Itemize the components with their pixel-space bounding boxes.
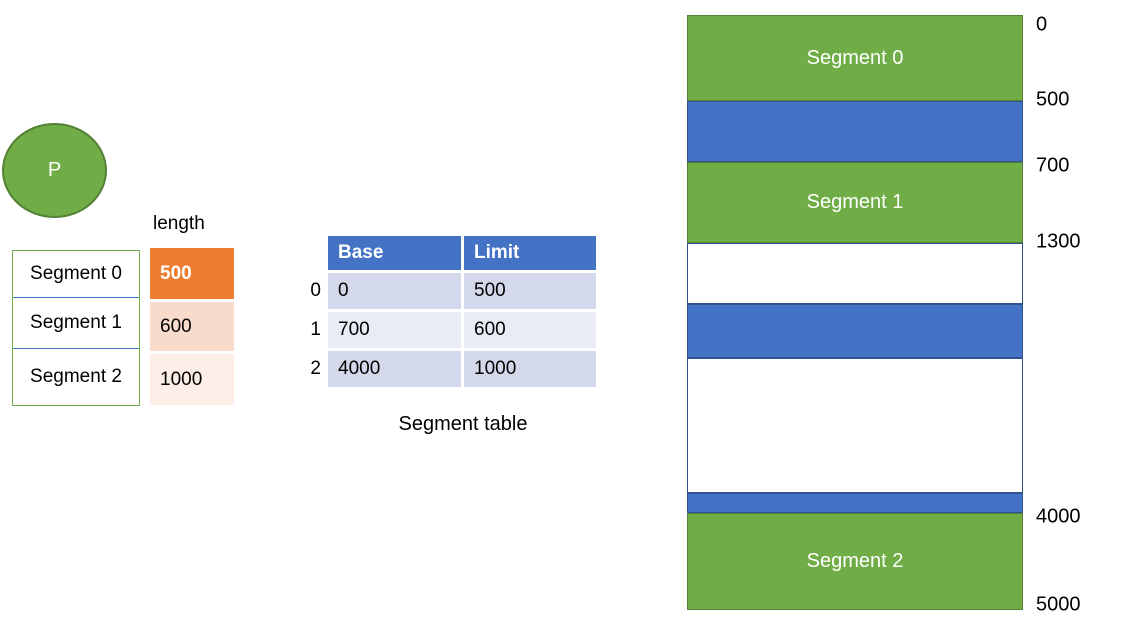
memory-block-free-2 [687, 358, 1023, 493]
table-cell-base-0: 0 [328, 273, 461, 309]
memory-block-label: Segment 2 [806, 550, 904, 572]
length-cell-segment1: 600 [150, 302, 234, 351]
memory-block-segment-0: Segment 0 [687, 15, 1023, 101]
table-cell-limit-0: 500 [464, 273, 596, 309]
address-label-700: 700 [1036, 154, 1070, 177]
length-cell-segment0: 500 [150, 248, 234, 299]
segment-list-row: Segment 0 [30, 263, 122, 284]
segment-table-caption: Segment table [398, 413, 528, 435]
memory-block-free-1 [687, 243, 1023, 304]
memory-block-label: Segment 1 [806, 191, 904, 213]
memory-block-used-1 [687, 101, 1023, 162]
memory-block-used-2 [687, 304, 1023, 358]
segment-list-row: Segment 1 [13, 297, 139, 348]
table-cell-limit-1: 600 [464, 312, 596, 348]
address-label-4000: 4000 [1036, 505, 1081, 528]
table-header-limit: Limit [464, 236, 596, 270]
memory-block-segment-1: Segment 1 [687, 162, 1023, 243]
memory-block-used-3 [687, 493, 1023, 513]
length-column-header: length [153, 213, 205, 234]
segment-table: Base Limit 0 0 500 1 700 600 2 4000 1000 [299, 236, 596, 387]
segment-list-table: Segment 0 Segment 1 Segment 2 [12, 250, 140, 406]
length-column: 500 600 1000 [150, 248, 234, 408]
table-cell-limit-2: 1000 [464, 351, 596, 387]
process-circle: P [2, 123, 107, 218]
address-label-500: 500 [1036, 88, 1070, 111]
process-label: P [47, 159, 62, 181]
address-label-1300: 1300 [1036, 230, 1081, 253]
memory-map: Segment 0 Segment 1 Segment 2 [687, 15, 1023, 610]
table-cell-base-2: 4000 [328, 351, 461, 387]
segment-list-row: Segment 2 [13, 348, 139, 405]
table-row-index: 2 [310, 358, 321, 379]
table-header-base: Base [328, 236, 461, 270]
address-label-0: 0 [1036, 13, 1048, 36]
table-corner-spacer [299, 236, 325, 270]
length-cell-segment2: 1000 [150, 354, 234, 405]
address-label-5000: 5000 [1036, 593, 1081, 616]
table-cell-base-1: 700 [328, 312, 461, 348]
memory-block-label: Segment 0 [806, 46, 904, 69]
table-row-index: 0 [310, 280, 321, 301]
memory-block-segment-2: Segment 2 [687, 513, 1023, 610]
table-row-index: 1 [310, 319, 321, 340]
